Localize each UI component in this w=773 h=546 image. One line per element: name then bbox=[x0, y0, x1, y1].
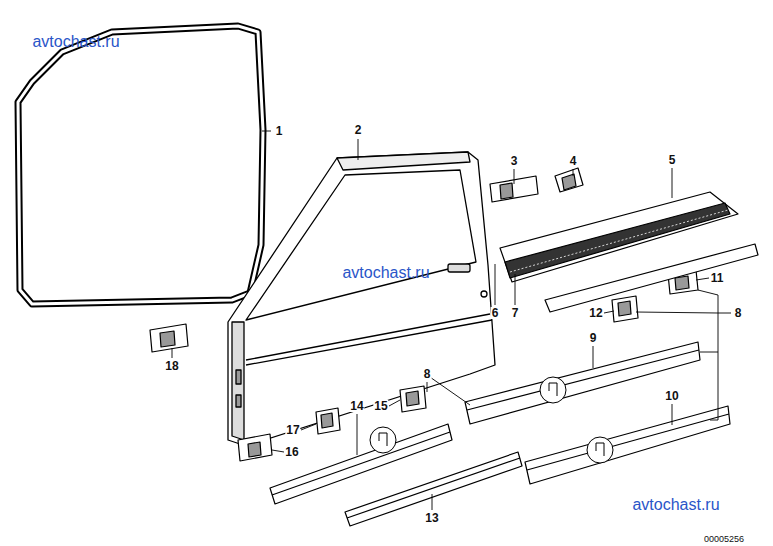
leader-lines bbox=[593, 346, 594, 368]
mouldings bbox=[270, 424, 452, 504]
leader-lines bbox=[636, 290, 731, 420]
clips bbox=[400, 386, 426, 412]
clips bbox=[150, 168, 698, 461]
door-shell bbox=[246, 170, 476, 320]
door-shell bbox=[236, 395, 241, 407]
mouldings bbox=[467, 350, 699, 410]
watermark: avtochast.ru bbox=[342, 265, 429, 281]
door-shell bbox=[448, 264, 470, 272]
door-seal bbox=[18, 26, 263, 304]
leader-lines bbox=[272, 450, 284, 452]
detail-circles bbox=[379, 433, 387, 446]
callout-number: 8 bbox=[423, 368, 432, 380]
drawing-number: 00005256 bbox=[704, 534, 744, 543]
leader-lines bbox=[696, 278, 709, 280]
leader-lines bbox=[427, 375, 470, 405]
callout-number: 11 bbox=[710, 272, 725, 284]
callout-number: 16 bbox=[284, 446, 299, 458]
door-shell bbox=[246, 320, 492, 365]
detail-circles bbox=[370, 427, 396, 453]
callout-number: 17 bbox=[285, 424, 300, 436]
leader-lines bbox=[357, 414, 358, 455]
leader-lines bbox=[389, 400, 400, 406]
door-shell bbox=[337, 152, 470, 170]
leader-lines bbox=[514, 169, 515, 184]
callout-number: 6 bbox=[491, 307, 500, 319]
leader-lines bbox=[262, 131, 271, 132]
leader-lines bbox=[515, 274, 516, 305]
detail-circles bbox=[540, 377, 566, 403]
callout-number: 2 bbox=[354, 124, 363, 136]
leader-lines bbox=[301, 424, 316, 430]
clips bbox=[618, 301, 631, 316]
callout-number: 15 bbox=[373, 400, 388, 412]
leader-lines bbox=[358, 139, 359, 160]
clips bbox=[238, 434, 272, 461]
mouldings bbox=[525, 406, 730, 484]
door-shell bbox=[481, 291, 487, 297]
clips bbox=[562, 174, 576, 190]
callout-number: 1 bbox=[275, 125, 284, 137]
clips bbox=[248, 442, 261, 457]
clips bbox=[316, 408, 340, 434]
leader-lines bbox=[573, 169, 574, 176]
clips bbox=[406, 391, 419, 406]
mouldings bbox=[465, 342, 700, 424]
callout-number: 8 bbox=[734, 307, 743, 319]
callout-number: 9 bbox=[589, 332, 598, 344]
mouldings bbox=[270, 342, 730, 526]
mouldings bbox=[527, 414, 729, 470]
callout-number: 7 bbox=[511, 307, 520, 319]
detail-circles bbox=[370, 377, 613, 463]
callout-number: 4 bbox=[569, 155, 578, 167]
clips bbox=[555, 168, 583, 192]
callout-number: 18 bbox=[164, 360, 179, 372]
clips bbox=[500, 183, 513, 199]
clips bbox=[321, 413, 333, 428]
leader-lines bbox=[672, 168, 673, 198]
clips bbox=[160, 331, 175, 347]
leader-lines bbox=[604, 311, 614, 313]
callout-number: 3 bbox=[510, 155, 519, 167]
leader-lines bbox=[432, 494, 433, 510]
door-seal bbox=[18, 26, 263, 304]
window-strip bbox=[500, 192, 758, 312]
callout-number: 5 bbox=[668, 154, 677, 166]
callout-number: 10 bbox=[664, 390, 679, 402]
leader-lines bbox=[172, 348, 173, 358]
door-shell bbox=[228, 152, 495, 446]
door-shell bbox=[246, 314, 490, 360]
watermark: avtochast.ru bbox=[32, 34, 119, 50]
door-shell bbox=[236, 370, 241, 384]
detail-circles bbox=[587, 437, 613, 463]
callout-number: 13 bbox=[424, 512, 439, 524]
window-strip bbox=[545, 244, 758, 312]
clips bbox=[675, 276, 689, 290]
clips bbox=[150, 324, 188, 352]
leader-lines bbox=[495, 264, 496, 305]
mouldings bbox=[272, 432, 450, 495]
door-shell bbox=[228, 152, 495, 446]
callout-number: 14 bbox=[349, 400, 364, 412]
leader-lines bbox=[672, 404, 673, 425]
door-shell bbox=[232, 322, 244, 440]
clips bbox=[612, 296, 638, 322]
watermark: avtochast.ru bbox=[632, 497, 719, 513]
callout-number: 12 bbox=[588, 307, 603, 319]
detail-circles bbox=[596, 443, 604, 456]
door-seal bbox=[18, 26, 263, 304]
leader-lines bbox=[172, 131, 731, 510]
detail-circles bbox=[549, 383, 557, 396]
